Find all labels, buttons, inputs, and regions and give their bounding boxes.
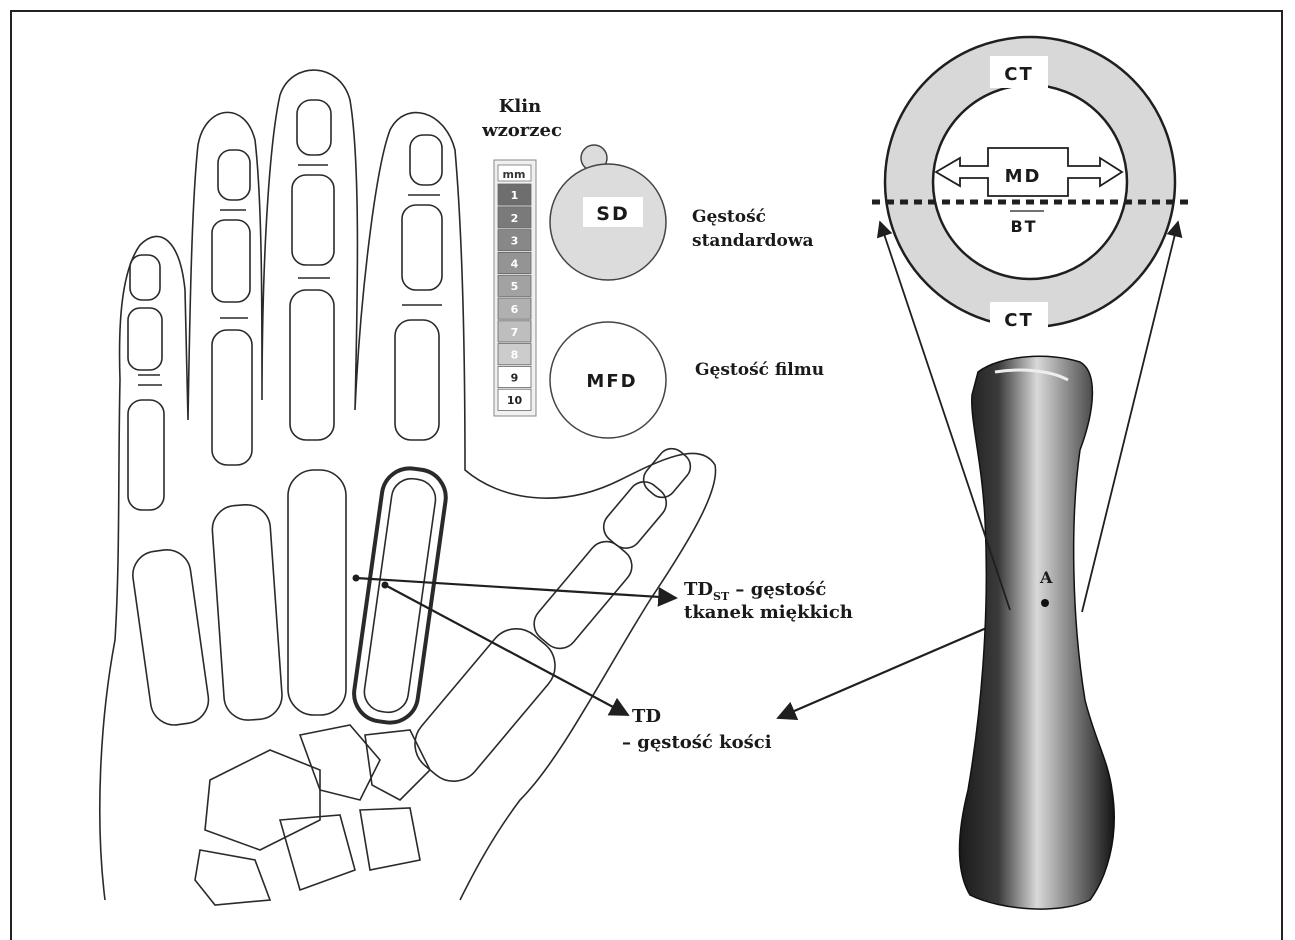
metacarpal-bone-image: A [960,356,1115,909]
ct-top-label: CT [1004,64,1034,85]
bone-point [382,582,389,589]
sd-caption-line2: standardowa [692,231,814,251]
ct-bottom-label: CT [1004,310,1034,331]
sd-disc: SD [550,145,666,280]
wedge-step-label: 3 [511,235,519,248]
mfd-disc: MFD [550,322,666,438]
wedge-title-line2: wzorzec [481,120,562,141]
tdst-abbr: TD [684,579,713,600]
wedge-step-label: 6 [511,303,519,316]
tdst-label: TDST – gęstość [684,579,826,603]
wedge-step-label: 5 [511,280,519,293]
mfd-label: MFD [586,371,637,392]
td-abbr: TD [632,706,661,727]
wedge-step-label: 10 [507,394,523,407]
tdst-line2: tkanek miękkich [684,602,853,623]
soft-tissue-point [353,575,360,582]
bone-td-arrow [778,620,1005,718]
cross-section: CT CT MD BT [872,37,1190,334]
wedge-scale: mm 1 2 3 4 5 6 7 8 9 10 [494,160,536,416]
wedge-step-label: 9 [511,371,519,384]
wedge-step-label: 7 [511,326,519,339]
md-label: MD [1005,166,1042,187]
wedge-unit: mm [503,168,526,181]
bt-label: BT [1010,217,1037,236]
wedge-step-label: 4 [511,257,519,270]
td-line2: – gęstość kości [622,732,772,753]
sd-caption-line1: Gęstość [692,207,766,227]
wedge-title-line1: Klin [499,96,541,117]
bone-marker-label: A [1039,568,1053,587]
td-arrow [385,585,628,715]
wedge-step-label: 8 [511,349,519,362]
mfd-caption: Gęstość filmu [695,360,824,380]
tdst-rest: – gęstość [729,579,826,600]
wedge-step-label: 2 [511,212,519,225]
sd-label: SD [596,203,629,225]
wedge-step-label: 1 [511,189,519,202]
